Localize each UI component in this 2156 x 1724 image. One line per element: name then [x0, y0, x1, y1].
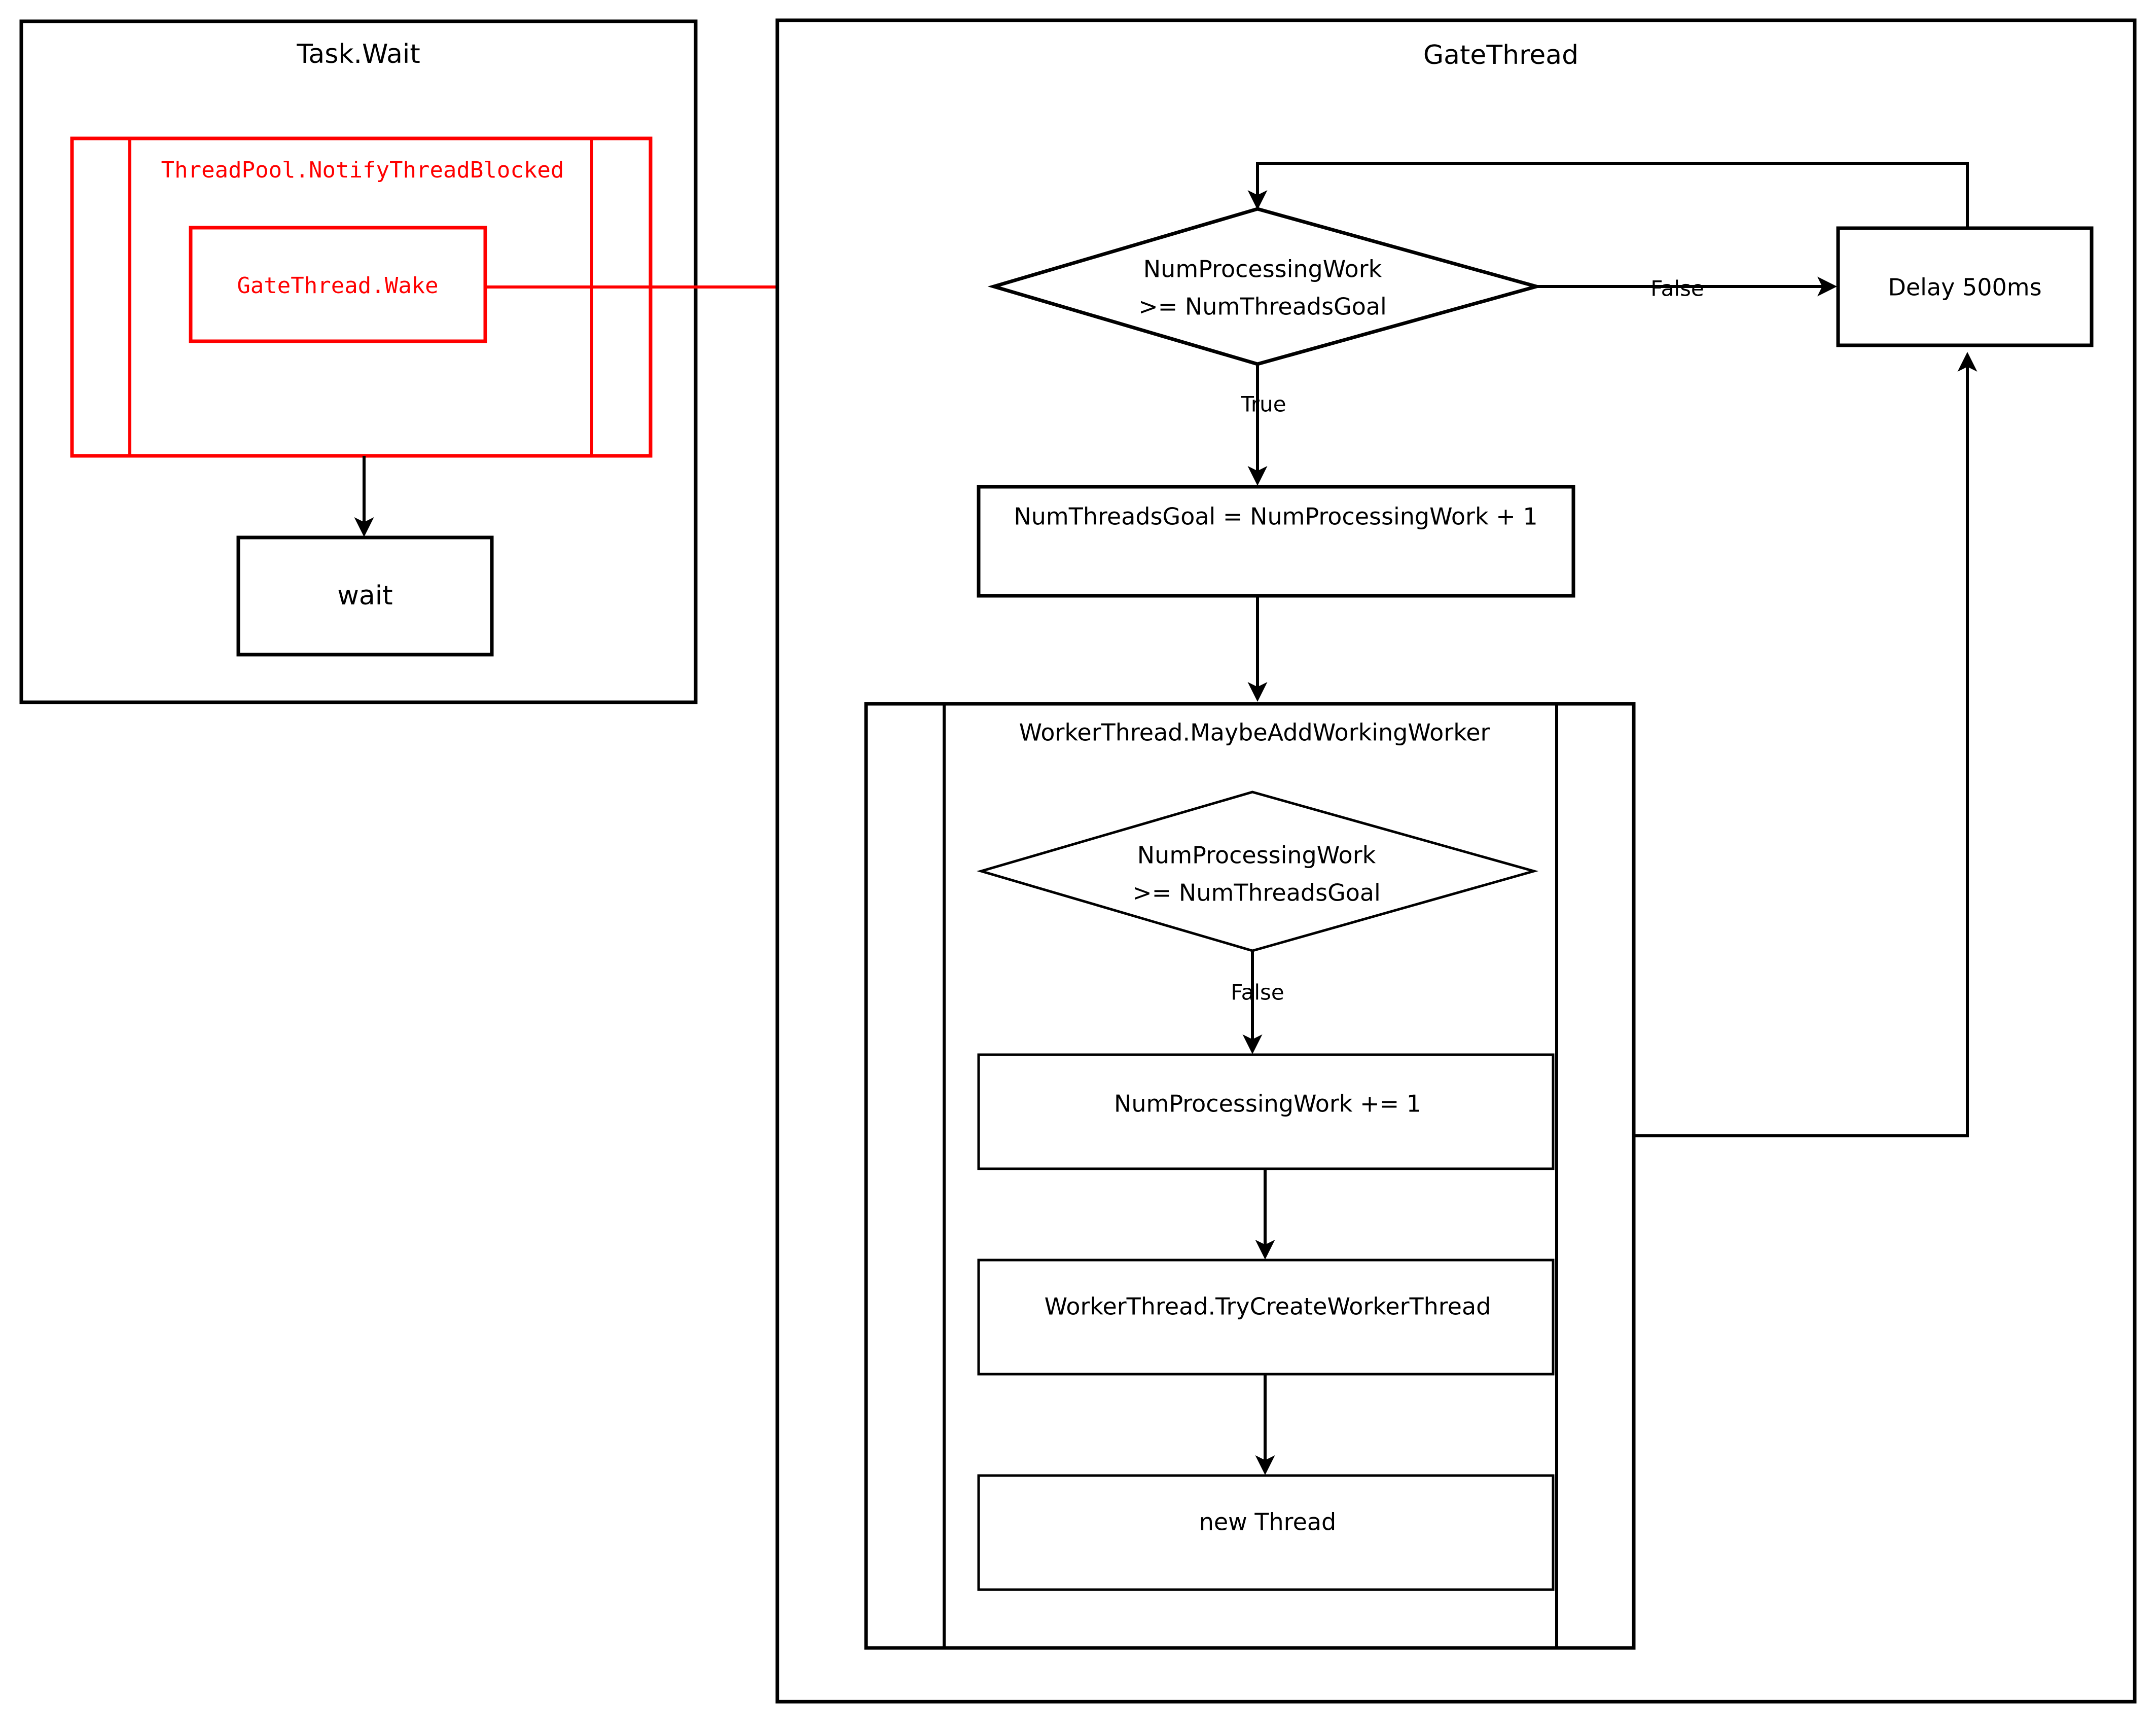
delay-box: [1836, 226, 2094, 347]
delay-node: Delay 500ms: [1836, 226, 2094, 347]
edge-label-false-top: False: [1650, 276, 1704, 301]
decision-inner-line1: NumProcessingWork: [1137, 842, 1376, 869]
wait-node: wait: [236, 535, 494, 657]
try-create-node: WorkerThread.TryCreateWorkerThread: [977, 1259, 1555, 1376]
delay-label: Delay 500ms: [1888, 274, 2041, 301]
assign-goal-label: NumThreadsGoal = NumProcessingWork + 1: [1014, 503, 1537, 530]
assign-goal-box: [977, 485, 1575, 598]
edge-delay-to-decision-loop: [1247, 162, 1969, 228]
task-wait-title: Task.Wait: [296, 39, 420, 69]
new-thread-node: new Thread: [977, 1474, 1555, 1591]
notify-thread-blocked-label: ThreadPool.NotifyThreadBlocked: [161, 157, 564, 183]
assign-goal-node: NumThreadsGoal = NumProcessingWork + 1: [977, 485, 1575, 598]
gate-thread-wake-group: GateThread.Wake: [189, 226, 487, 343]
try-create-label: WorkerThread.TryCreateWorkerThread: [1045, 1293, 1491, 1320]
gate-thread-wake-box: [189, 226, 487, 343]
increment-label: NumProcessingWork += 1: [1114, 1090, 1421, 1118]
decision-inner-node: NumProcessingWork >= NumThreadsGoal: [977, 791, 1539, 952]
gate-thread-title: GateThread: [1423, 40, 1578, 70]
increment-node: NumProcessingWork += 1: [977, 1053, 1555, 1170]
wait-box: [236, 535, 494, 657]
edge-return-to-delay: [1634, 352, 1978, 1137]
new-thread-box: [977, 1474, 1555, 1591]
edge-label-true-top: True: [1240, 392, 1286, 417]
gate-thread-wake-label: GateThread.Wake: [237, 273, 438, 299]
decision-top-line1: NumProcessingWork: [1143, 256, 1382, 283]
decision-inner-line2: >= NumThreadsGoal: [1132, 879, 1381, 907]
wait-label: wait: [337, 581, 392, 611]
edge-label-false-inner: False: [1231, 980, 1284, 1005]
decision-top-line2: >= NumThreadsGoal: [1138, 293, 1387, 320]
increment-box: [977, 1053, 1555, 1170]
new-thread-label: new Thread: [1199, 1508, 1337, 1536]
maybe-add-label: WorkerThread.MaybeAddWorkingWorker: [1019, 719, 1490, 746]
